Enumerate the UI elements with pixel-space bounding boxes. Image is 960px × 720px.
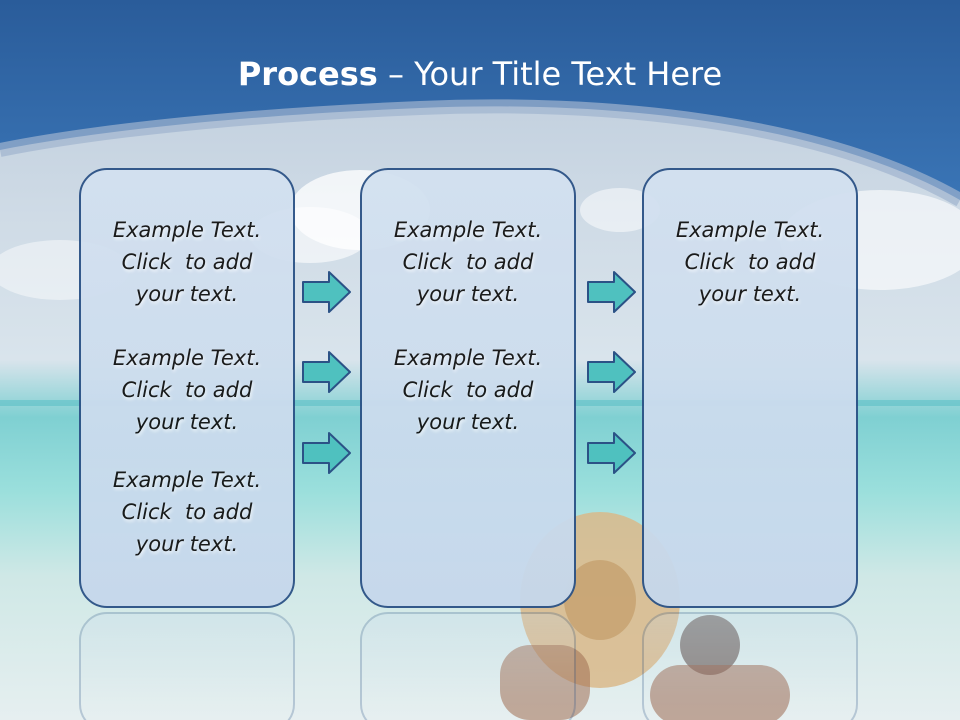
text-block[interactable]: Example Text. Click to add your text. (393, 218, 543, 306)
box-reflection-3 (642, 612, 858, 720)
box-reflection-2 (360, 612, 576, 720)
process-box-2[interactable]: Example Text. Click to add your text. Ex… (360, 168, 576, 608)
arrow-right-icon (302, 351, 351, 393)
process-box-1[interactable]: Example Text. Click to add your text. Ex… (79, 168, 295, 608)
title-bold: Process (237, 55, 378, 93)
text-block[interactable]: Example Text. Click to add your text. (393, 346, 543, 434)
arrow-right-icon (587, 351, 636, 393)
slide-title[interactable]: Process – Your Title Text Here (0, 52, 960, 96)
arrow-right-icon (587, 432, 636, 474)
text-block[interactable]: Example Text. Click to add your text. (112, 468, 262, 556)
title-rest: – Your Title Text Here (377, 55, 723, 93)
box-reflection-1 (79, 612, 295, 720)
arrow-right-icon (302, 432, 351, 474)
text-block[interactable]: Example Text. Click to add your text. (112, 218, 262, 306)
arrow-right-icon (302, 271, 351, 313)
header-banner (0, 0, 960, 207)
text-block[interactable]: Example Text. Click to add your text. (675, 218, 825, 306)
beach-figures (500, 512, 790, 720)
arrow-right-icon (587, 271, 636, 313)
process-box-3[interactable]: Example Text. Click to add your text. (642, 168, 858, 608)
text-block[interactable]: Example Text. Click to add your text. (112, 346, 262, 434)
